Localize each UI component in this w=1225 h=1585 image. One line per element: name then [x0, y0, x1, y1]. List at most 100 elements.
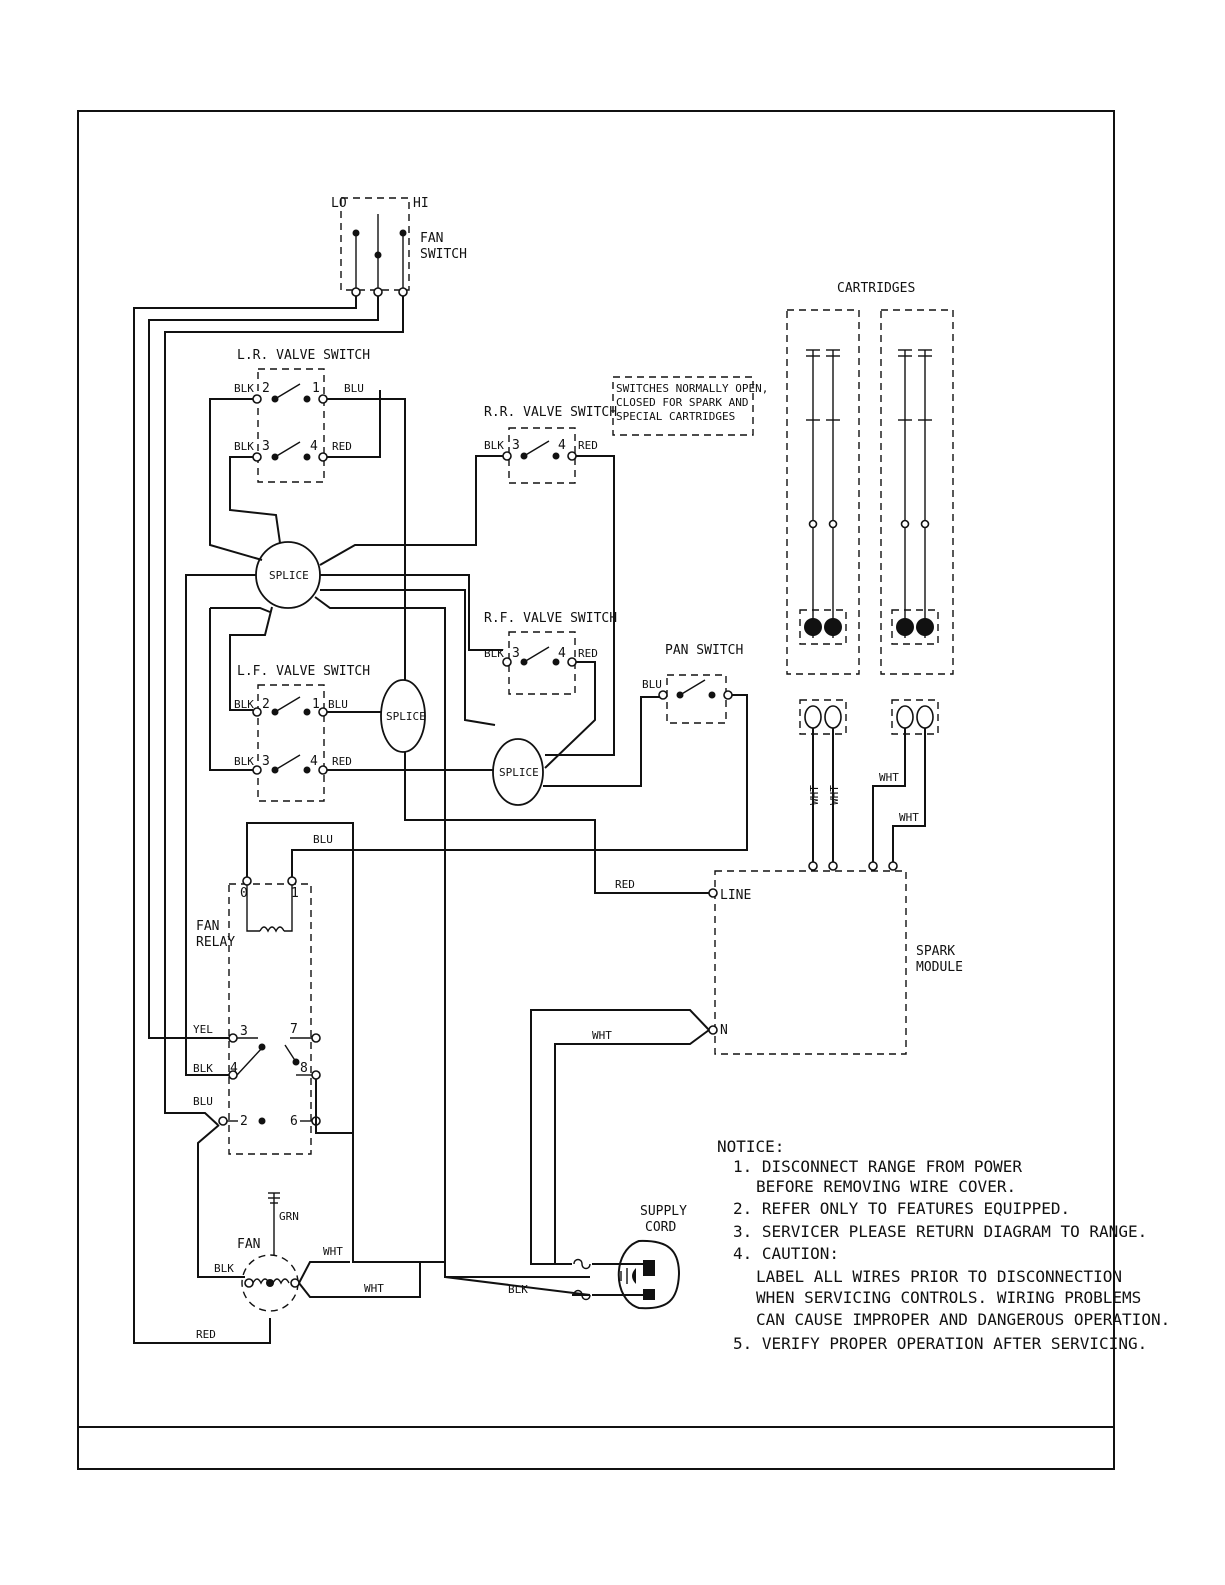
wire-label-blk: BLK	[484, 647, 504, 660]
splice-label: SPLICE	[269, 569, 309, 582]
terminal-label: 4	[310, 439, 318, 454]
rr-valve-switch-title: R.R. VALVE SWITCH	[484, 405, 617, 420]
wire-label-red: RED	[578, 439, 598, 452]
fan-relay: FAN RELAY 0 1 YEL 3 7 BLK 4 8 BLU 2 6	[193, 876, 321, 1155]
wire-label-yel: YEL	[193, 1023, 213, 1036]
terminal-label: 4	[558, 438, 566, 453]
wire-label-wht: WHT	[323, 1245, 343, 1258]
splice-label: SPLICE	[499, 766, 539, 779]
terminal-label: 3	[262, 754, 270, 769]
diagram-frame	[77, 110, 1115, 1470]
wire-label-blu: BLU	[193, 1095, 213, 1108]
rf-valve-switch-title: R.F. VALVE SWITCH	[484, 611, 617, 626]
wire-label-wht: WHT	[899, 811, 919, 824]
fan-relay-label: FAN	[196, 919, 219, 934]
notice: NOTICE: 1. DISCONNECT RANGE FROM POWER B…	[717, 1137, 1170, 1353]
supply-cord-label: SUPPLY	[640, 1204, 687, 1219]
terminal-label: 2	[240, 1114, 248, 1129]
lr-valve-switch-title: L.R. VALVE SWITCH	[237, 348, 370, 363]
terminal-label: 3	[512, 646, 520, 661]
wire-label-grn: GRN	[279, 1210, 299, 1223]
splice-label: SPLICE	[386, 710, 426, 723]
spark-module: SPARK MODULE LINE N	[708, 870, 963, 1055]
terminal-label: 4	[310, 754, 318, 769]
wire-label-wht: WHT	[364, 1282, 384, 1295]
terminal-label: 1	[312, 381, 320, 396]
wire-label-blu: BLU	[344, 382, 364, 395]
terminal-label: 3	[240, 1024, 248, 1039]
wire-label-blu: BLU	[313, 833, 333, 846]
spark-module-label: MODULE	[916, 960, 963, 975]
notice-line: WHEN SERVICING CONTROLS. WIRING PROBLEMS	[756, 1288, 1141, 1307]
spark-module-n-terminal: N	[720, 1023, 728, 1038]
lr-valve-switch: L.R. VALVE SWITCH BLK 2 1 BLU BLK 3 4 RE…	[234, 348, 370, 483]
notice-line: 1. DISCONNECT RANGE FROM POWER	[733, 1157, 1022, 1176]
supply-cord-label: CORD	[645, 1220, 676, 1235]
spark-module-label: SPARK	[916, 944, 955, 959]
fan-switch-lo-label: LO	[331, 196, 347, 211]
wire-label-red: RED	[332, 755, 352, 768]
terminal-label: 0	[240, 886, 248, 901]
cartridges: CARTRIDGES	[786, 281, 954, 675]
terminal-label: 4	[230, 1061, 238, 1076]
wire-label-red: RED	[332, 440, 352, 453]
terminal-label: 2	[262, 697, 270, 712]
notice-line: 2. REFER ONLY TO FEATURES EQUIPPED.	[733, 1199, 1070, 1218]
cartridge-electrode	[804, 349, 822, 638]
wire-label-blk: BLK	[193, 1062, 213, 1075]
wire-label-wht: WHT	[592, 1029, 612, 1042]
fan-relay-label: RELAY	[196, 935, 235, 950]
notice-title: NOTICE:	[717, 1137, 784, 1156]
rf-valve-switch: R.F. VALVE SWITCH BLK 3 4 RED	[484, 611, 617, 695]
wire-label-red: RED	[578, 647, 598, 660]
note-line: CLOSED FOR SPARK AND	[616, 396, 748, 409]
cartridge-electrode	[916, 349, 934, 638]
wire-label-blk: BLK	[484, 439, 504, 452]
cartridge-electrode	[824, 349, 842, 638]
terminal-label: 8	[300, 1061, 308, 1076]
terminal-label: 1	[312, 697, 320, 712]
terminal-label: 4	[558, 646, 566, 661]
wire-label-blk: BLK	[214, 1262, 234, 1275]
wire-label-blu: BLU	[328, 698, 348, 711]
pan-switch-title: PAN SWITCH	[665, 643, 743, 658]
lf-valve-switch-title: L.F. VALVE SWITCH	[237, 664, 370, 679]
wire-label-blk: BLK	[234, 755, 254, 768]
notice-line: CAN CAUSE IMPROPER AND DANGEROUS OPERATI…	[756, 1310, 1170, 1329]
fan-switch: LO HI FAN SWITCH	[331, 196, 467, 297]
splice-left: SPLICE	[255, 541, 321, 609]
terminal-label: 6	[290, 1114, 298, 1129]
switches-normally-open-note: SWITCHES NORMALLY OPEN, CLOSED FOR SPARK…	[612, 376, 768, 436]
pan-switch: PAN SWITCH BLU	[642, 643, 743, 724]
notice-line: 4. CAUTION:	[733, 1244, 839, 1263]
fan-motor: FAN GRN BLK WHT RED	[196, 1192, 343, 1341]
wire-label-wht: WHT	[879, 771, 899, 784]
terminal-label: 2	[262, 381, 270, 396]
notice-line: 3. SERVICER PLEASE RETURN DIAGRAM TO RAN…	[733, 1222, 1147, 1241]
spark-module-line-terminal: LINE	[720, 888, 751, 903]
wire-label-blk: BLK	[234, 698, 254, 711]
fan-motor-label: FAN	[237, 1237, 260, 1252]
wire-label-red: RED	[615, 878, 635, 891]
lf-valve-switch: L.F. VALVE SWITCH BLK 2 1 BLU BLK 3 4 RE…	[234, 664, 370, 802]
terminal-label: 3	[512, 438, 520, 453]
terminal-label: 1	[291, 886, 299, 901]
wire-label-red: RED	[196, 1328, 216, 1341]
cartridge-electrode	[896, 349, 914, 638]
wire-label-wht: WHT	[808, 785, 821, 805]
fan-switch-label: FAN	[420, 231, 443, 246]
wire-label-blk: BLK	[234, 382, 254, 395]
notice-line: 5. VERIFY PROPER OPERATION AFTER SERVICI…	[733, 1334, 1147, 1353]
notice-line: LABEL ALL WIRES PRIOR TO DISCONNECTION	[756, 1267, 1122, 1286]
wire-label-blu: BLU	[642, 678, 662, 691]
rr-valve-switch: R.R. VALVE SWITCH BLK 3 4 RED	[484, 405, 617, 484]
wire-label-wht: WHT	[828, 785, 841, 805]
note-line: SWITCHES NORMALLY OPEN,	[616, 382, 768, 395]
supply-cord: SUPPLY CORD	[617, 1204, 687, 1310]
cartridge-connectors	[799, 699, 939, 735]
terminal-label: 7	[290, 1022, 298, 1037]
terminal-label: 3	[262, 439, 270, 454]
splice-middle: SPLICE	[380, 679, 426, 753]
splice-right: SPLICE	[492, 738, 544, 806]
